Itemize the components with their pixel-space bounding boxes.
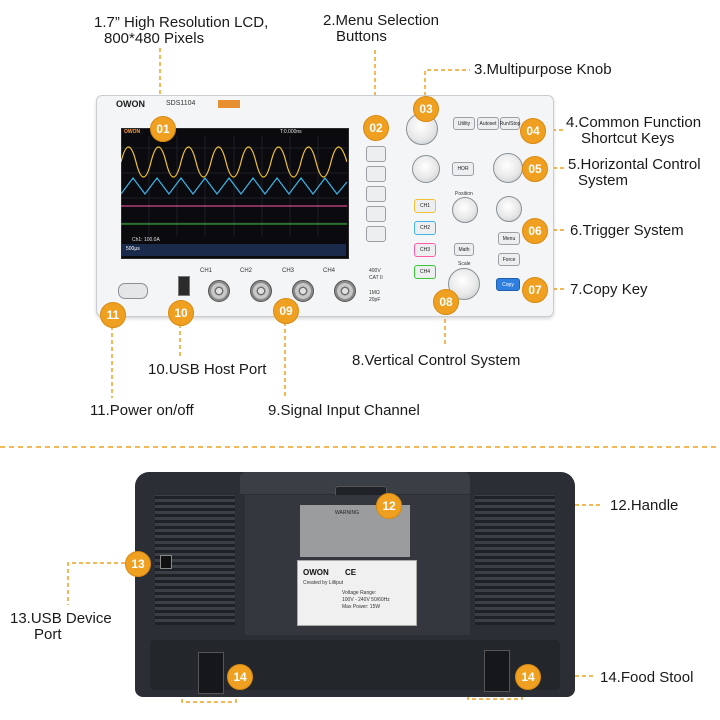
badge-01: 01 (150, 116, 176, 142)
ch2-bnc-connector[interactable] (250, 280, 272, 302)
ch2-input-label: CH2 (240, 268, 253, 274)
badge-07: 07 (522, 277, 548, 303)
badge-03: 03 (413, 96, 439, 122)
horizontal-scale-knob[interactable] (493, 153, 523, 183)
label-usb-device-line2: Port (34, 626, 62, 643)
screen-brand: OWON (124, 129, 141, 135)
label-usb-host: 10.USB Host Port (148, 361, 267, 378)
nameplate-tagline: Created by Lilliput (303, 580, 344, 586)
horizontal-position-knob[interactable] (412, 155, 440, 183)
label-horizontal-line2: System (578, 172, 629, 189)
menu-button-5[interactable] (366, 226, 386, 242)
ch3-button[interactable]: CH3 (414, 243, 436, 257)
usb-device-port[interactable] (160, 555, 172, 569)
menu-trigger-button[interactable]: Menu (498, 232, 520, 245)
usb-host-port[interactable] (178, 276, 190, 296)
label-lcd-line2: 800*480 Pixels (104, 30, 205, 47)
input-rating-voltage: 400V (369, 268, 381, 274)
badge-14-right: 14 (515, 664, 541, 690)
label-common-line2: Shortcut Keys (581, 130, 675, 147)
menu-button-3[interactable] (366, 186, 386, 202)
ch1-bnc-connector[interactable] (208, 280, 230, 302)
badge-04: 04 (520, 118, 546, 144)
label-vertical: 8.Vertical Control System (352, 352, 521, 369)
vertical-scale-label: Scale (458, 261, 471, 267)
menu-button-1[interactable] (366, 146, 386, 162)
badge-13: 13 (125, 551, 151, 577)
screen-footer-bar (122, 244, 346, 256)
foot-stool-left[interactable] (198, 652, 224, 694)
label-handle: 12.Handle (610, 497, 679, 514)
ch4-bnc-connector[interactable] (334, 280, 356, 302)
rear-right-vents (475, 495, 555, 625)
label-usb-device-line1: 13.USB Device (10, 610, 112, 627)
ce-mark: CE (345, 568, 357, 577)
label-menu-line2: Buttons (336, 28, 387, 45)
math-button[interactable]: Math (454, 243, 474, 256)
badge-06: 06 (522, 218, 548, 244)
copy-button[interactable]: Copy (496, 278, 520, 291)
ch1-button[interactable]: CH1 (414, 199, 436, 213)
badge-11: 11 (100, 302, 126, 328)
model-stripe (218, 100, 240, 108)
menu-button-4[interactable] (366, 206, 386, 222)
input-rating-cat: CAT II (369, 275, 383, 281)
badge-05: 05 (522, 156, 548, 182)
input-rating-impedance: 1MΩ (369, 290, 380, 296)
vertical-position-knob[interactable] (452, 197, 478, 223)
label-common-line1: 4.Common Function (566, 114, 702, 131)
ch3-bnc-connector[interactable] (292, 280, 314, 302)
lcd-screen (121, 128, 349, 259)
power-button[interactable] (118, 283, 148, 299)
badge-10: 10 (168, 300, 194, 326)
waveform-display (121, 136, 347, 236)
shortcut-key-utility[interactable]: Utility (453, 117, 475, 130)
screen-info-readout: Ch1: 100.0A (132, 237, 160, 243)
shortcut-key-runstop[interactable]: Run/Stop (500, 117, 520, 130)
screen-footer-timebase: 500μs (126, 246, 140, 252)
ch2-button[interactable]: CH2 (414, 221, 436, 235)
foot-stool-right[interactable] (484, 650, 510, 692)
rear-top-handle-area (240, 472, 470, 494)
ch4-input-label: CH4 (323, 268, 336, 274)
label-signal: 9.Signal Input Channel (268, 402, 420, 419)
label-power: 11.Power on/off (90, 402, 194, 419)
ch1-input-label: CH1 (200, 268, 213, 274)
label-horizontal-line1: 5.Horizontal Control (568, 156, 701, 173)
shortcut-key-autoset[interactable]: Autoset (477, 117, 499, 130)
badge-02: 02 (363, 115, 389, 141)
front-model-label: SDS1104 (166, 100, 196, 107)
ch2-triangle-wave (121, 177, 347, 195)
label-trigger: 6.Trigger System (570, 222, 684, 239)
front-brand-logo: OWON (116, 99, 145, 109)
vertical-position-label: Position (455, 191, 473, 197)
ch1-sine-wave (121, 146, 347, 178)
badge-12: 12 (376, 493, 402, 519)
nameplate (297, 560, 417, 626)
ch3-input-label: CH3 (282, 268, 295, 274)
force-button[interactable]: Force (498, 253, 520, 266)
label-lcd-line1: 1.7” High Resolution LCD, (94, 14, 269, 31)
label-menu-line1: 2.Menu Selection (323, 12, 439, 29)
badge-08: 08 (433, 289, 459, 315)
label-knob: 3.Multipurpose Knob (474, 61, 612, 78)
screen-time-readout: T:0.000ns (280, 129, 302, 135)
max-power: Max Power: 15W (342, 604, 381, 610)
trigger-level-knob[interactable] (496, 196, 522, 222)
label-copy: 7.Copy Key (570, 281, 648, 298)
nameplate-brand: OWON (303, 568, 329, 577)
warning-label-text: WARNING (335, 510, 359, 516)
label-stool: 14.Food Stool (600, 669, 694, 686)
badge-14-left: 14 (227, 664, 253, 690)
input-rating-capacitance: 20pF (369, 297, 381, 303)
menu-button-2[interactable] (366, 166, 386, 182)
voltage-range-value: 100V - 240V 50/60Hz (342, 597, 390, 603)
ch4-button[interactable]: CH4 (414, 265, 436, 279)
voltage-range-title: Voltage Range: (342, 590, 377, 596)
badge-09: 09 (273, 298, 299, 324)
hor-button[interactable]: HOR (452, 162, 474, 176)
